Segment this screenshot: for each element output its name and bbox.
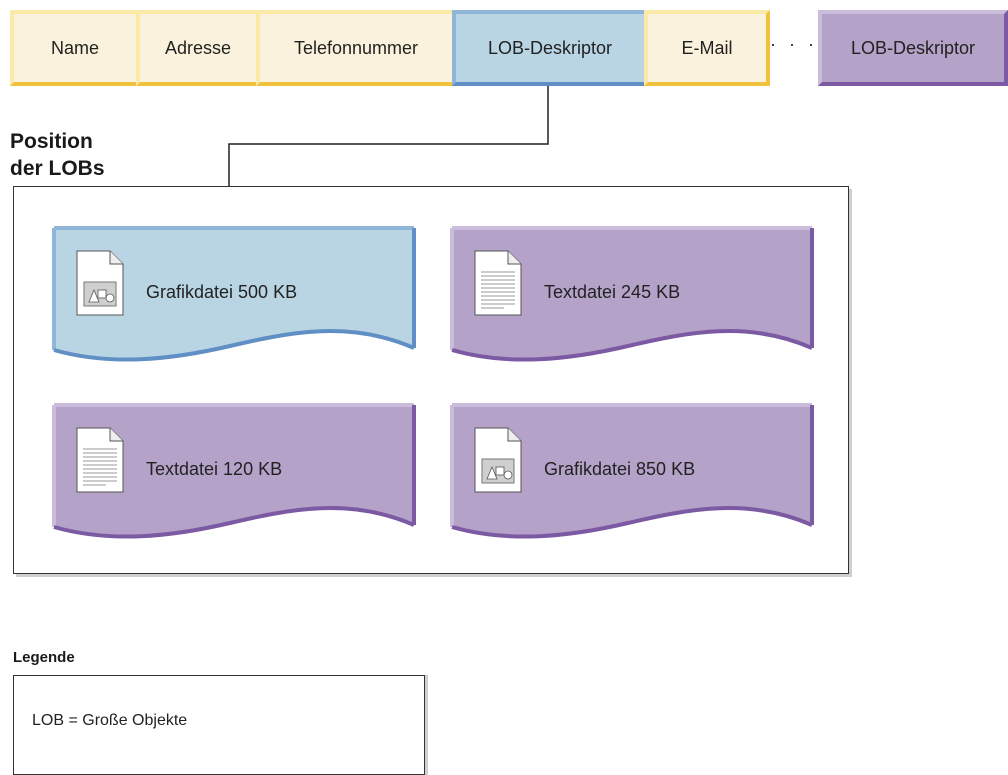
graphic-file-icon — [474, 427, 522, 493]
store-title-line1: Position — [10, 130, 93, 153]
field-lob-deskriptor-label: LOB-Deskriptor — [487, 37, 613, 58]
field-adresse: Adresse — [136, 10, 260, 86]
store-title: Position der LOBs — [10, 128, 105, 182]
legend-title: Legende — [13, 649, 75, 666]
store-title-line2: der LOBs — [10, 157, 105, 180]
ellipsis: · · · — [770, 34, 818, 54]
graphic-file-icon — [76, 250, 124, 316]
field-lob-deskriptor: LOB-Deskriptor — [452, 10, 648, 86]
text-file-icon — [76, 427, 124, 493]
field-name: Name — [10, 10, 140, 86]
legend-text: LOB = Große Objekte — [32, 712, 188, 729]
document-shape — [450, 226, 814, 362]
lob-label: Textdatei 120 KB — [146, 459, 283, 479]
text-file-icon — [474, 250, 522, 316]
field-email: E-Mail — [644, 10, 770, 86]
lob-graphic-500kb: Grafikdatei 500 KB — [50, 224, 418, 364]
lob-graphic-850kb: Grafikdatei 850 KB — [448, 401, 816, 541]
lob-text-245kb: Textdatei 245 KB — [448, 224, 816, 364]
field-email-label: E-Mail — [681, 37, 733, 58]
field-lob-deskriptor-last: LOB-Deskriptor — [818, 10, 1008, 86]
lob-label: Grafikdatei 500 KB — [146, 282, 298, 302]
field-name-label: Name — [50, 37, 99, 58]
lob-label: Textdatei 245 KB — [544, 282, 681, 302]
document-shape — [52, 226, 416, 362]
lob-text-120kb: Textdatei 120 KB — [50, 401, 418, 541]
field-lob-deskriptor-last-label: LOB-Deskriptor — [850, 37, 976, 58]
lob-store: Grafikdatei 500 KB Textdatei 245 KB — [13, 186, 849, 574]
field-telefonnummer-label: Telefonnummer — [293, 37, 419, 58]
lob-label: Grafikdatei 850 KB — [544, 459, 696, 479]
legend-box: LOB = Große Objekte — [13, 675, 425, 775]
document-shape — [450, 403, 814, 539]
field-telefonnummer: Telefonnummer — [256, 10, 456, 86]
document-shape — [52, 403, 416, 539]
field-adresse-label: Adresse — [164, 37, 232, 58]
